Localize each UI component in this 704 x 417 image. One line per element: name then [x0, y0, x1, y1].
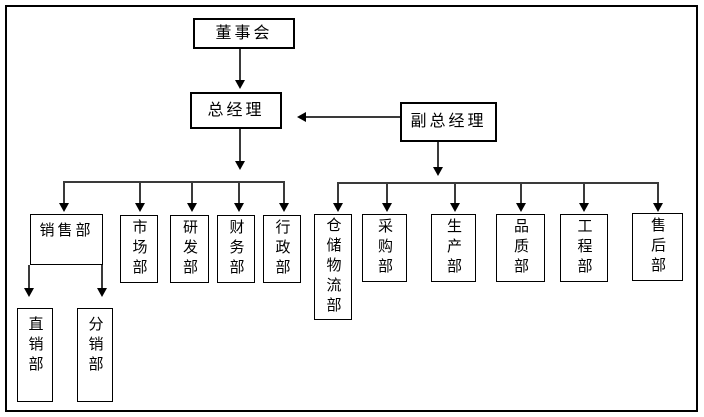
node-label: 行政部 [273, 219, 291, 279]
node-deputy-general-manager: 副总经理 [400, 102, 497, 142]
node-label: 分销部 [86, 316, 104, 376]
node-aftersales-dept: 售后部 [632, 213, 683, 281]
node-label: 研发部 [181, 219, 198, 279]
node-marketing-dept: 市场部 [120, 215, 158, 283]
arrow-down-icon [235, 80, 245, 89]
arrow-down-icon [59, 203, 69, 212]
arrow-down-icon [433, 167, 443, 176]
arrow-down-icon [135, 203, 145, 212]
node-rd-dept: 研发部 [170, 215, 209, 283]
drop-line-rd [191, 182, 193, 203]
drop-line-sales [63, 182, 65, 203]
arrow-down-icon [382, 203, 392, 212]
node-label: 总经理 [207, 101, 265, 119]
arrow-down-icon [579, 203, 589, 212]
arrow-down-icon [234, 203, 244, 212]
arrow-left-icon [297, 112, 306, 122]
arrow-down-icon [235, 161, 245, 170]
node-label: 直销部 [26, 316, 44, 376]
arrow-down-icon [187, 203, 197, 212]
rail-line [63, 181, 285, 183]
edge-line [239, 129, 241, 161]
drop-line-direct [28, 265, 30, 288]
arrow-down-icon [279, 203, 289, 212]
node-label: 采购部 [376, 218, 393, 278]
node-label: 财务部 [227, 219, 245, 279]
drop-line-purchasing [386, 183, 388, 203]
drop-line-admin [283, 182, 285, 203]
node-label: 市场部 [130, 219, 148, 279]
arrow-down-icon [24, 288, 34, 297]
drop-line-finance [238, 182, 240, 203]
arrow-down-icon [450, 203, 460, 212]
edge-line [437, 142, 439, 167]
node-distribution-dept: 分销部 [77, 308, 113, 402]
drop-line-quality [520, 183, 522, 203]
node-engineering-dept: 工程部 [560, 214, 608, 282]
edge-line [239, 49, 241, 80]
node-general-manager: 总经理 [190, 92, 282, 129]
drop-line-engineering [583, 183, 585, 203]
drop-line-market [139, 182, 141, 203]
node-label: 工程部 [575, 218, 593, 278]
drop-line-warehouse [337, 183, 339, 203]
node-label: 品质部 [512, 218, 529, 278]
node-admin-dept: 行政部 [263, 215, 301, 283]
node-board-of-directors: 董事会 [193, 18, 295, 49]
arrow-down-icon [653, 203, 663, 212]
node-production-dept: 生产部 [431, 214, 476, 282]
drop-line-aftersales [657, 183, 659, 203]
node-label: 生产部 [445, 218, 462, 278]
node-label: 售后部 [649, 217, 666, 277]
node-label: 副总经理 [410, 113, 487, 131]
drop-line-dist [101, 265, 103, 288]
arrow-down-icon [516, 203, 526, 212]
node-purchasing-dept: 采购部 [362, 214, 407, 282]
node-direct-sales-dept: 直销部 [17, 308, 53, 402]
arrow-down-icon [97, 288, 107, 297]
arrow-down-icon [333, 203, 343, 212]
node-quality-dept: 品质部 [496, 214, 545, 282]
edge-line [306, 116, 400, 118]
drop-line-production [454, 183, 456, 203]
node-sales-dept: 销售部 [30, 214, 103, 265]
node-label: 董事会 [215, 24, 273, 42]
node-label: 销售部 [39, 222, 94, 239]
rail-line [337, 182, 659, 184]
node-finance-dept: 财务部 [217, 215, 255, 283]
node-warehouse-logistics-dept: 仓储物流部 [314, 214, 352, 320]
node-label: 仓储物流部 [324, 217, 342, 317]
